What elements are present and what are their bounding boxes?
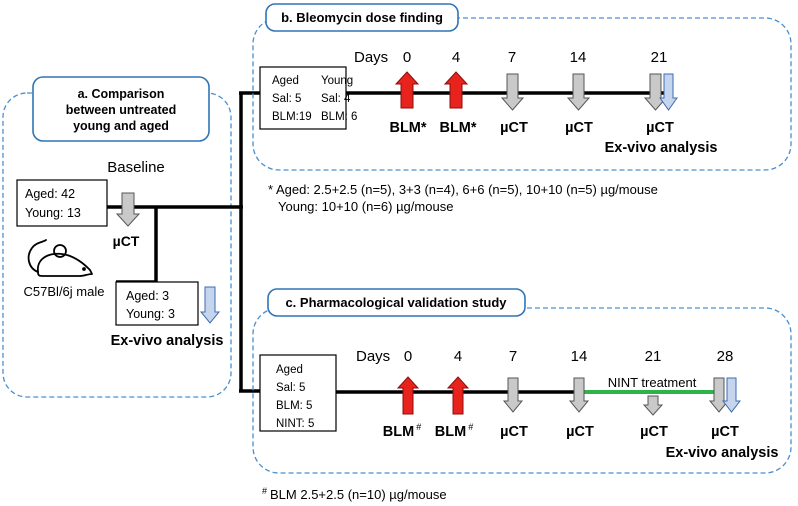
panel-c-uct-arrow-day21 (642, 395, 664, 416)
cohort-aged: Aged: 42 (25, 187, 75, 201)
panel-c-title-box (267, 288, 526, 317)
panel-c-label-2: µCT (500, 424, 528, 440)
panel-c-treatment-label: NINT treatment (608, 375, 697, 390)
panel-c-day-2: 7 (509, 348, 517, 365)
panel-b-label-0: BLM* (389, 120, 426, 136)
panel-b-footnote-line1: * Aged: 2.5+2.5 (n=5), 3+3 (n=4), 6+6 (n… (268, 182, 658, 197)
panel-a-title-line2: between untreated (66, 103, 176, 117)
exvivo-aged: Aged: 3 (126, 289, 169, 303)
panel-c-group-0: Aged (276, 364, 303, 376)
panel-c-exvivo-arrow (721, 377, 742, 413)
panel-b-exvivo-label: Ex-vivo analysis (605, 140, 718, 156)
exvivo-young: Young: 3 (126, 307, 175, 321)
strain-label: C57Bl/6j male (24, 284, 105, 299)
panel-c-footnote: #BLM 2.5+2.5 (n=10) µg/mouse (262, 486, 447, 502)
panel-b-day-1: 4 (452, 49, 460, 66)
panel-c-blm-arrow-day4 (446, 376, 470, 415)
panel-b-title: b. Bleomycin dose finding (281, 10, 443, 25)
panel-a-title-line1: a. Comparison (78, 87, 165, 101)
panel-b-uct-arrow-day14 (566, 73, 591, 111)
panel-b-blm-arrow-day0 (394, 71, 420, 109)
panel-c-title: c. Pharmacological validation study (285, 295, 507, 310)
panel-c-day-0: 0 (404, 348, 412, 365)
panel-b-title-box (265, 3, 459, 32)
panel-b-blm-arrow-day4 (443, 71, 469, 109)
panel-c-label-0: BLM# (383, 422, 421, 440)
panel-b-label-3: µCT (565, 120, 593, 136)
panel-c-group-box (259, 354, 337, 432)
panel-b-group-box (259, 66, 347, 130)
panel-b-uct-arrow-day21 (643, 73, 668, 111)
panel-c-days-label: Days (356, 348, 390, 365)
panel-a-title-line3: young and aged (73, 119, 169, 133)
panel-b-day-0: 0 (403, 49, 411, 66)
panel-b-uct-arrow-day7 (500, 73, 525, 111)
panel-c-uct-arrow-day14 (568, 377, 590, 413)
panel-c-uct-arrow-day7 (502, 377, 524, 413)
panel-a-exvivo-arrow (199, 286, 221, 324)
panel-c-label-1: BLM# (435, 422, 473, 440)
panel-c-label-5: µCT (711, 424, 739, 440)
panel-b-label-2: µCT (500, 120, 528, 136)
panel-a-exvivo-label: Ex-vivo analysis (111, 333, 224, 349)
exvivo-cohort-box (115, 281, 199, 326)
baseline-uct-label: µCT (113, 233, 140, 249)
panel-b-group-col1-2: BLM:19 (272, 111, 312, 123)
panel-b-group-col2-2: BLM: 6 (321, 111, 357, 123)
panel-b-label-4: µCT (646, 120, 674, 136)
panel-b-day-2: 7 (508, 49, 516, 66)
panel-b-group-col1-0: Aged (272, 75, 299, 87)
panel-c-blm-arrow-day0 (396, 376, 420, 415)
panel-c-day-3: 14 (571, 348, 588, 365)
panel-b-group-col1-1: Sal: 5 (272, 93, 301, 105)
panel-c-group-2: BLM: 5 (276, 400, 312, 412)
panel-b-exvivo-arrow (659, 73, 678, 111)
panel-c-uct-arrow-day28 (708, 377, 730, 413)
panel-b-label-1: BLM* (439, 120, 476, 136)
mouse-icon (27, 239, 93, 277)
panel-c-label-3: µCT (566, 424, 594, 440)
panel-c-day-1: 4 (454, 348, 462, 365)
panel-a-title-box (32, 76, 210, 142)
panel-c-day-4: 21 (645, 348, 662, 365)
panel-c-day-5: 28 (717, 348, 734, 365)
panel-c-label-4: µCT (640, 424, 668, 440)
panel-b-day-3: 14 (570, 49, 587, 66)
panel-b-day-4: 21 (651, 49, 668, 66)
panel-b-days-label: Days (354, 49, 388, 66)
panel-b-group-col2-0: Young (321, 75, 353, 87)
panel-b-group-col2-1: Sal: 4 (321, 93, 351, 105)
cohort-box (16, 179, 108, 227)
panel-b-dashed-box (252, 17, 792, 171)
panel-b-footnote-line2: Young: 10+10 (n=6) µg/mouse (278, 199, 453, 214)
panel-c-exvivo-label: Ex-vivo analysis (666, 445, 779, 461)
cohort-young: Young: 13 (25, 206, 81, 220)
baseline-label: Baseline (107, 159, 165, 176)
panel-c-group-3: NINT: 5 (276, 418, 314, 430)
baseline-uct-arrow (115, 192, 141, 227)
panel-c-group-1: Sal: 5 (276, 382, 305, 394)
